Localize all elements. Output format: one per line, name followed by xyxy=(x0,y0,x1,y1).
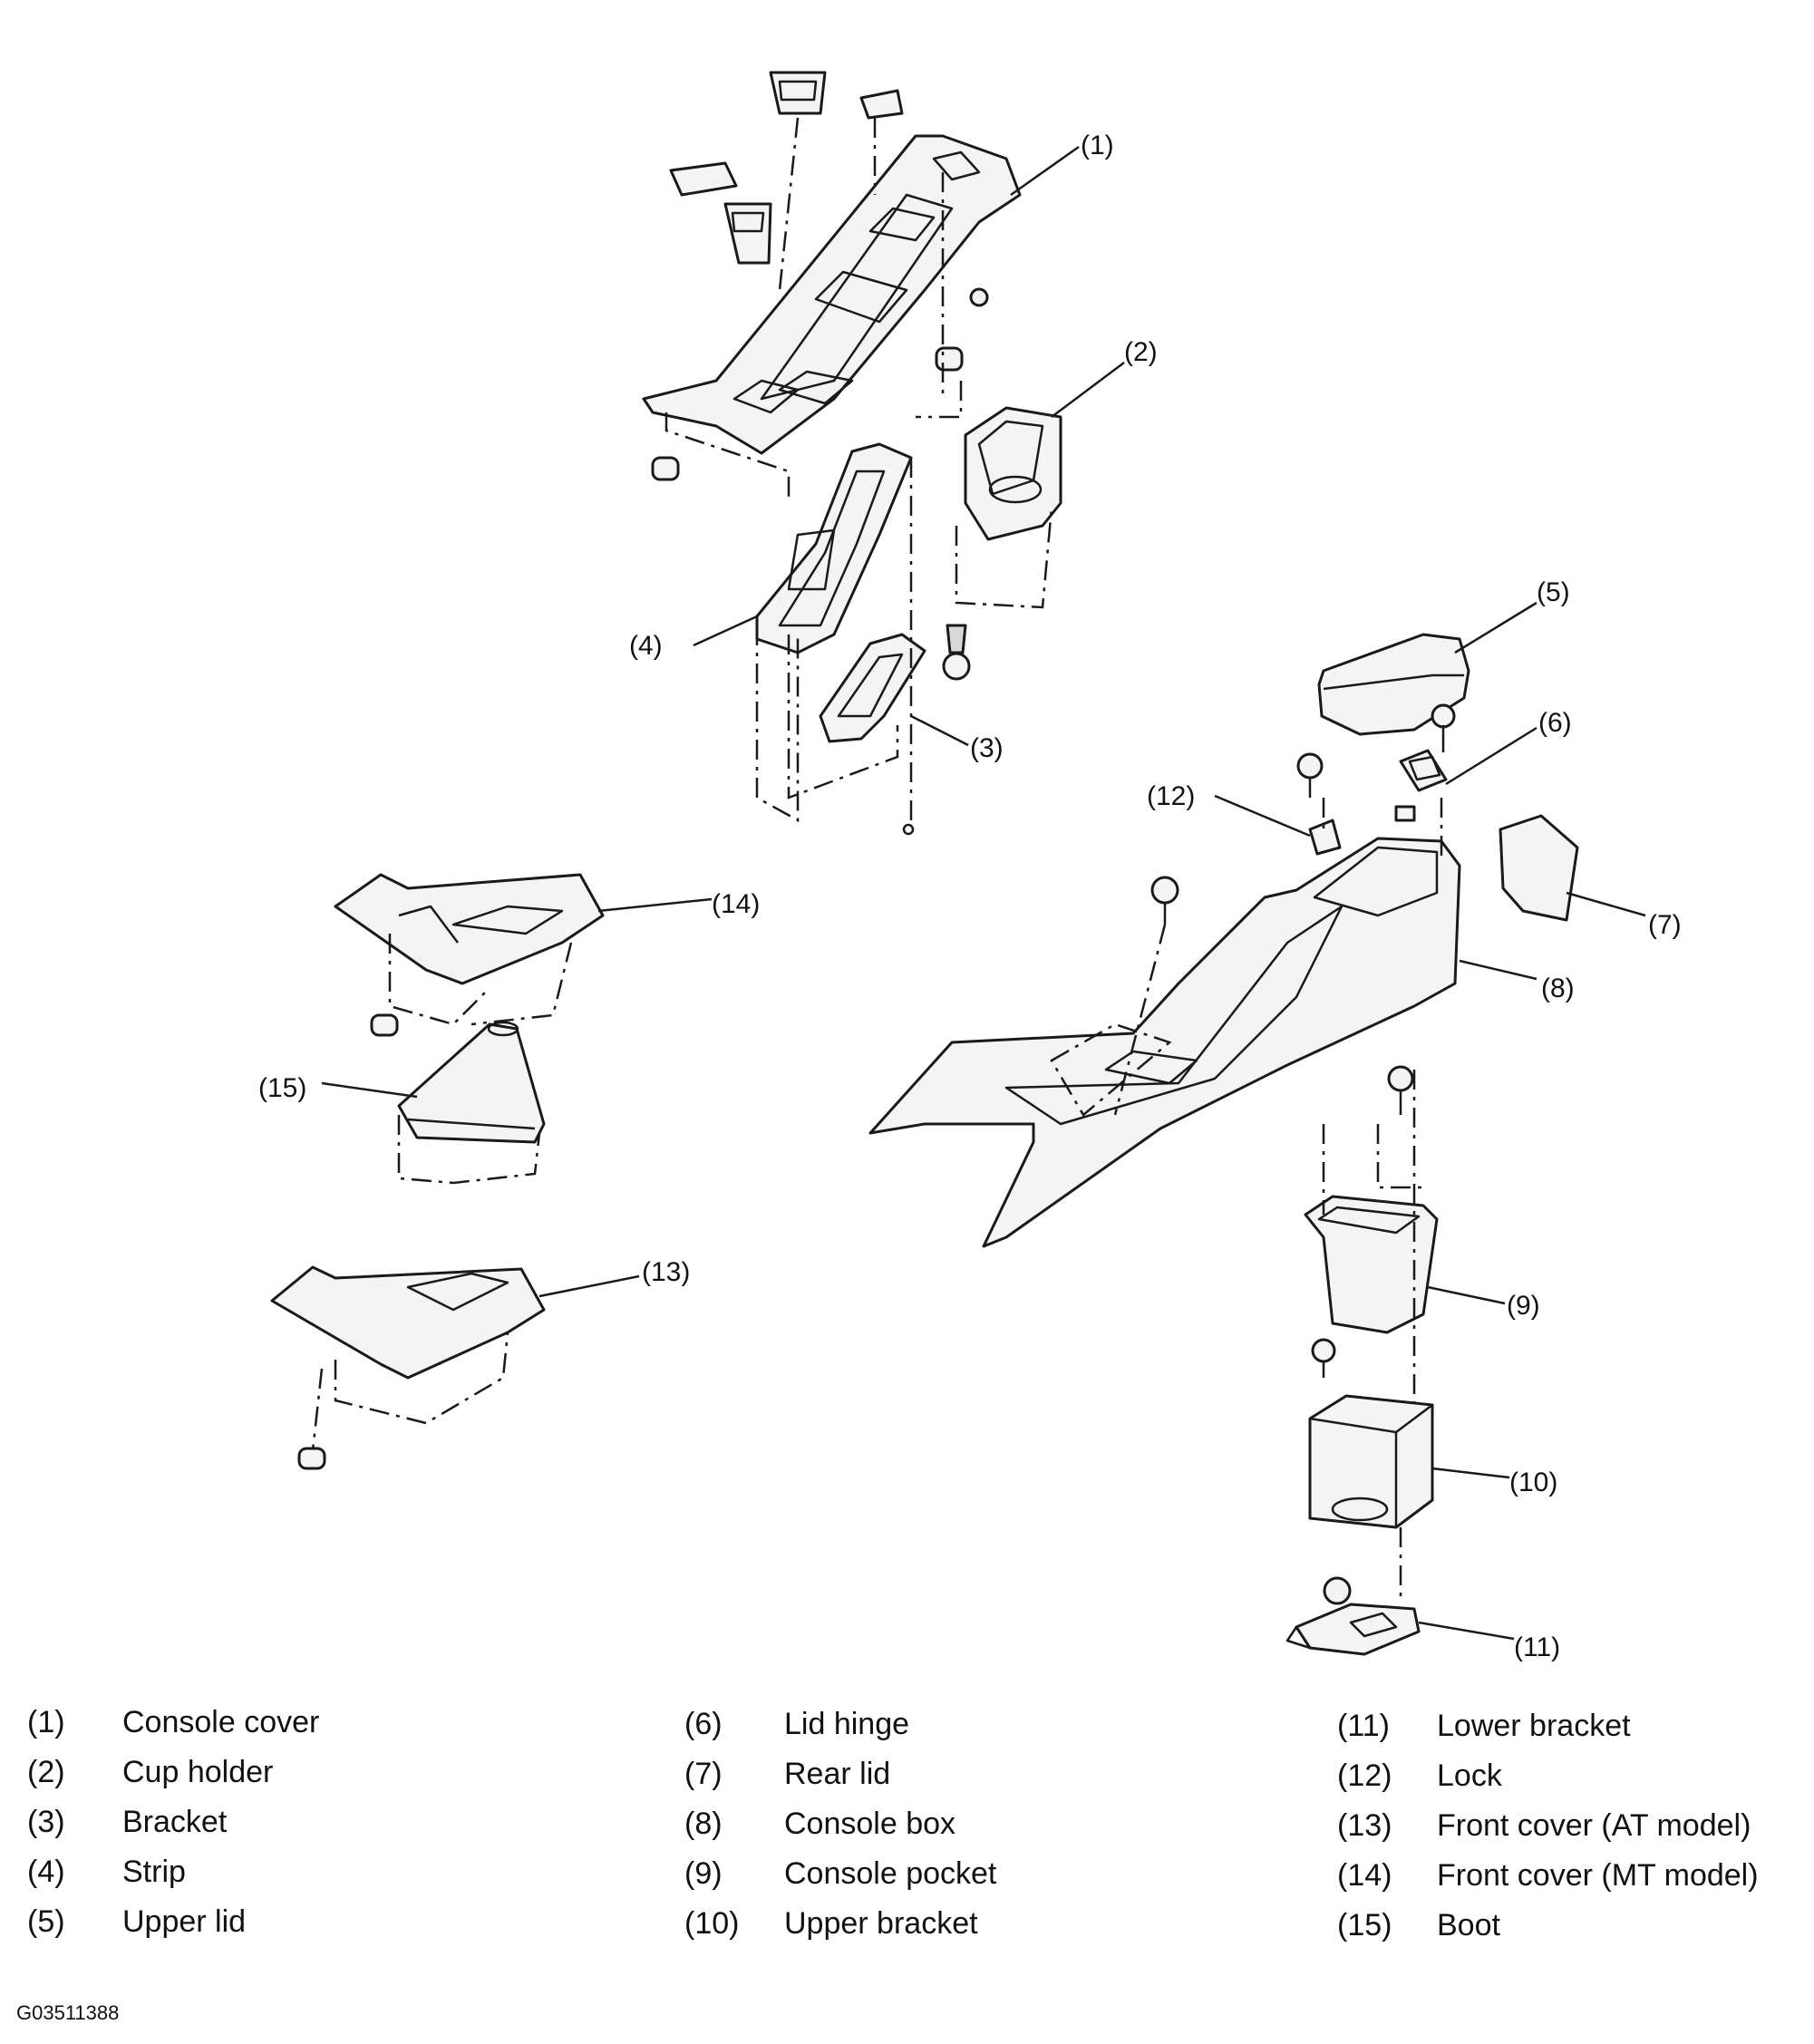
callout-5: (5) xyxy=(1537,577,1570,607)
legend-part-name: Boot xyxy=(1437,1908,1500,1942)
legend-part-name: Cup holder xyxy=(122,1755,274,1789)
legend-part-name: Upper lid xyxy=(122,1904,247,1939)
legend-number: (12) xyxy=(1337,1758,1392,1793)
legend-part-name: Console pocket xyxy=(784,1856,997,1891)
legend-number: (10) xyxy=(684,1906,740,1941)
legend-part-name: Front cover (MT model) xyxy=(1437,1858,1759,1893)
console-cover-part xyxy=(642,71,1080,503)
front-cover-mt-part xyxy=(334,873,713,1037)
legend-number: (11) xyxy=(1337,1709,1390,1743)
legend-number: (9) xyxy=(684,1856,723,1891)
callout-1: (1) xyxy=(1081,131,1114,160)
legend-part-name: Bracket xyxy=(122,1805,228,1839)
exploded-parts-diagram: (1) (2) (3) (4) (5) (6) (7) (8) (9) (10)… xyxy=(258,71,1682,1662)
legend-number: (13) xyxy=(1337,1808,1392,1843)
legend-part-name: Lower bracket xyxy=(1437,1709,1631,1743)
figure-code: G03511388 xyxy=(16,2001,120,2024)
callout-7: (7) xyxy=(1648,910,1682,940)
legend-number: (4) xyxy=(27,1855,65,1889)
callout-12: (12) xyxy=(1147,781,1195,811)
callout-9: (9) xyxy=(1507,1291,1540,1321)
callout-11: (11) xyxy=(1514,1632,1560,1662)
callout-6: (6) xyxy=(1538,708,1572,738)
legend-part-name: Front cover (AT model) xyxy=(1437,1808,1751,1843)
legend-part-name: Upper bracket xyxy=(784,1906,978,1941)
legend-part-name: Strip xyxy=(122,1855,186,1889)
callout-14: (14) xyxy=(712,889,760,919)
legend-part-name: Console box xyxy=(784,1807,956,1841)
boot-part xyxy=(321,1021,546,1185)
legend-part-name: Lock xyxy=(1437,1758,1502,1793)
callout-13: (13) xyxy=(642,1257,690,1287)
front-cover-at-part xyxy=(270,1265,640,1470)
callout-15: (15) xyxy=(258,1073,306,1103)
strip-and-bracket-parts xyxy=(693,442,971,836)
callout-2: (2) xyxy=(1124,337,1158,367)
console-pocket-part xyxy=(1304,1065,1506,1414)
parts-legend: (1) Console cover (2) Cup holder (3) Bra… xyxy=(0,1686,1814,1958)
legend-number: (3) xyxy=(27,1805,65,1839)
legend-part-name: Lid hinge xyxy=(784,1707,910,1741)
legend-number: (14) xyxy=(1337,1858,1392,1893)
callout-labels: (1) (2) (3) (4) (5) (6) (7) (8) (9) (10)… xyxy=(258,131,1682,1662)
legend-number: (6) xyxy=(684,1707,723,1741)
lower-bracket-part xyxy=(1285,1576,1515,1656)
legend-part-name: Rear lid xyxy=(784,1757,891,1791)
callout-10: (10) xyxy=(1509,1468,1557,1497)
cup-holder-part xyxy=(955,362,1125,609)
legend-number: (15) xyxy=(1337,1908,1392,1942)
legend-part-name: Console cover xyxy=(122,1705,320,1739)
legend-number: (8) xyxy=(684,1807,723,1841)
callout-8: (8) xyxy=(1541,974,1575,1003)
legend-number: (2) xyxy=(27,1755,65,1789)
callout-4: (4) xyxy=(629,631,663,661)
legend-number: (5) xyxy=(27,1904,65,1939)
legend-number: (1) xyxy=(27,1705,65,1739)
upper-bracket-part xyxy=(1308,1394,1510,1600)
console-box-assembly xyxy=(868,601,1646,1248)
callout-3: (3) xyxy=(970,733,1004,763)
legend-number: (7) xyxy=(684,1757,723,1791)
